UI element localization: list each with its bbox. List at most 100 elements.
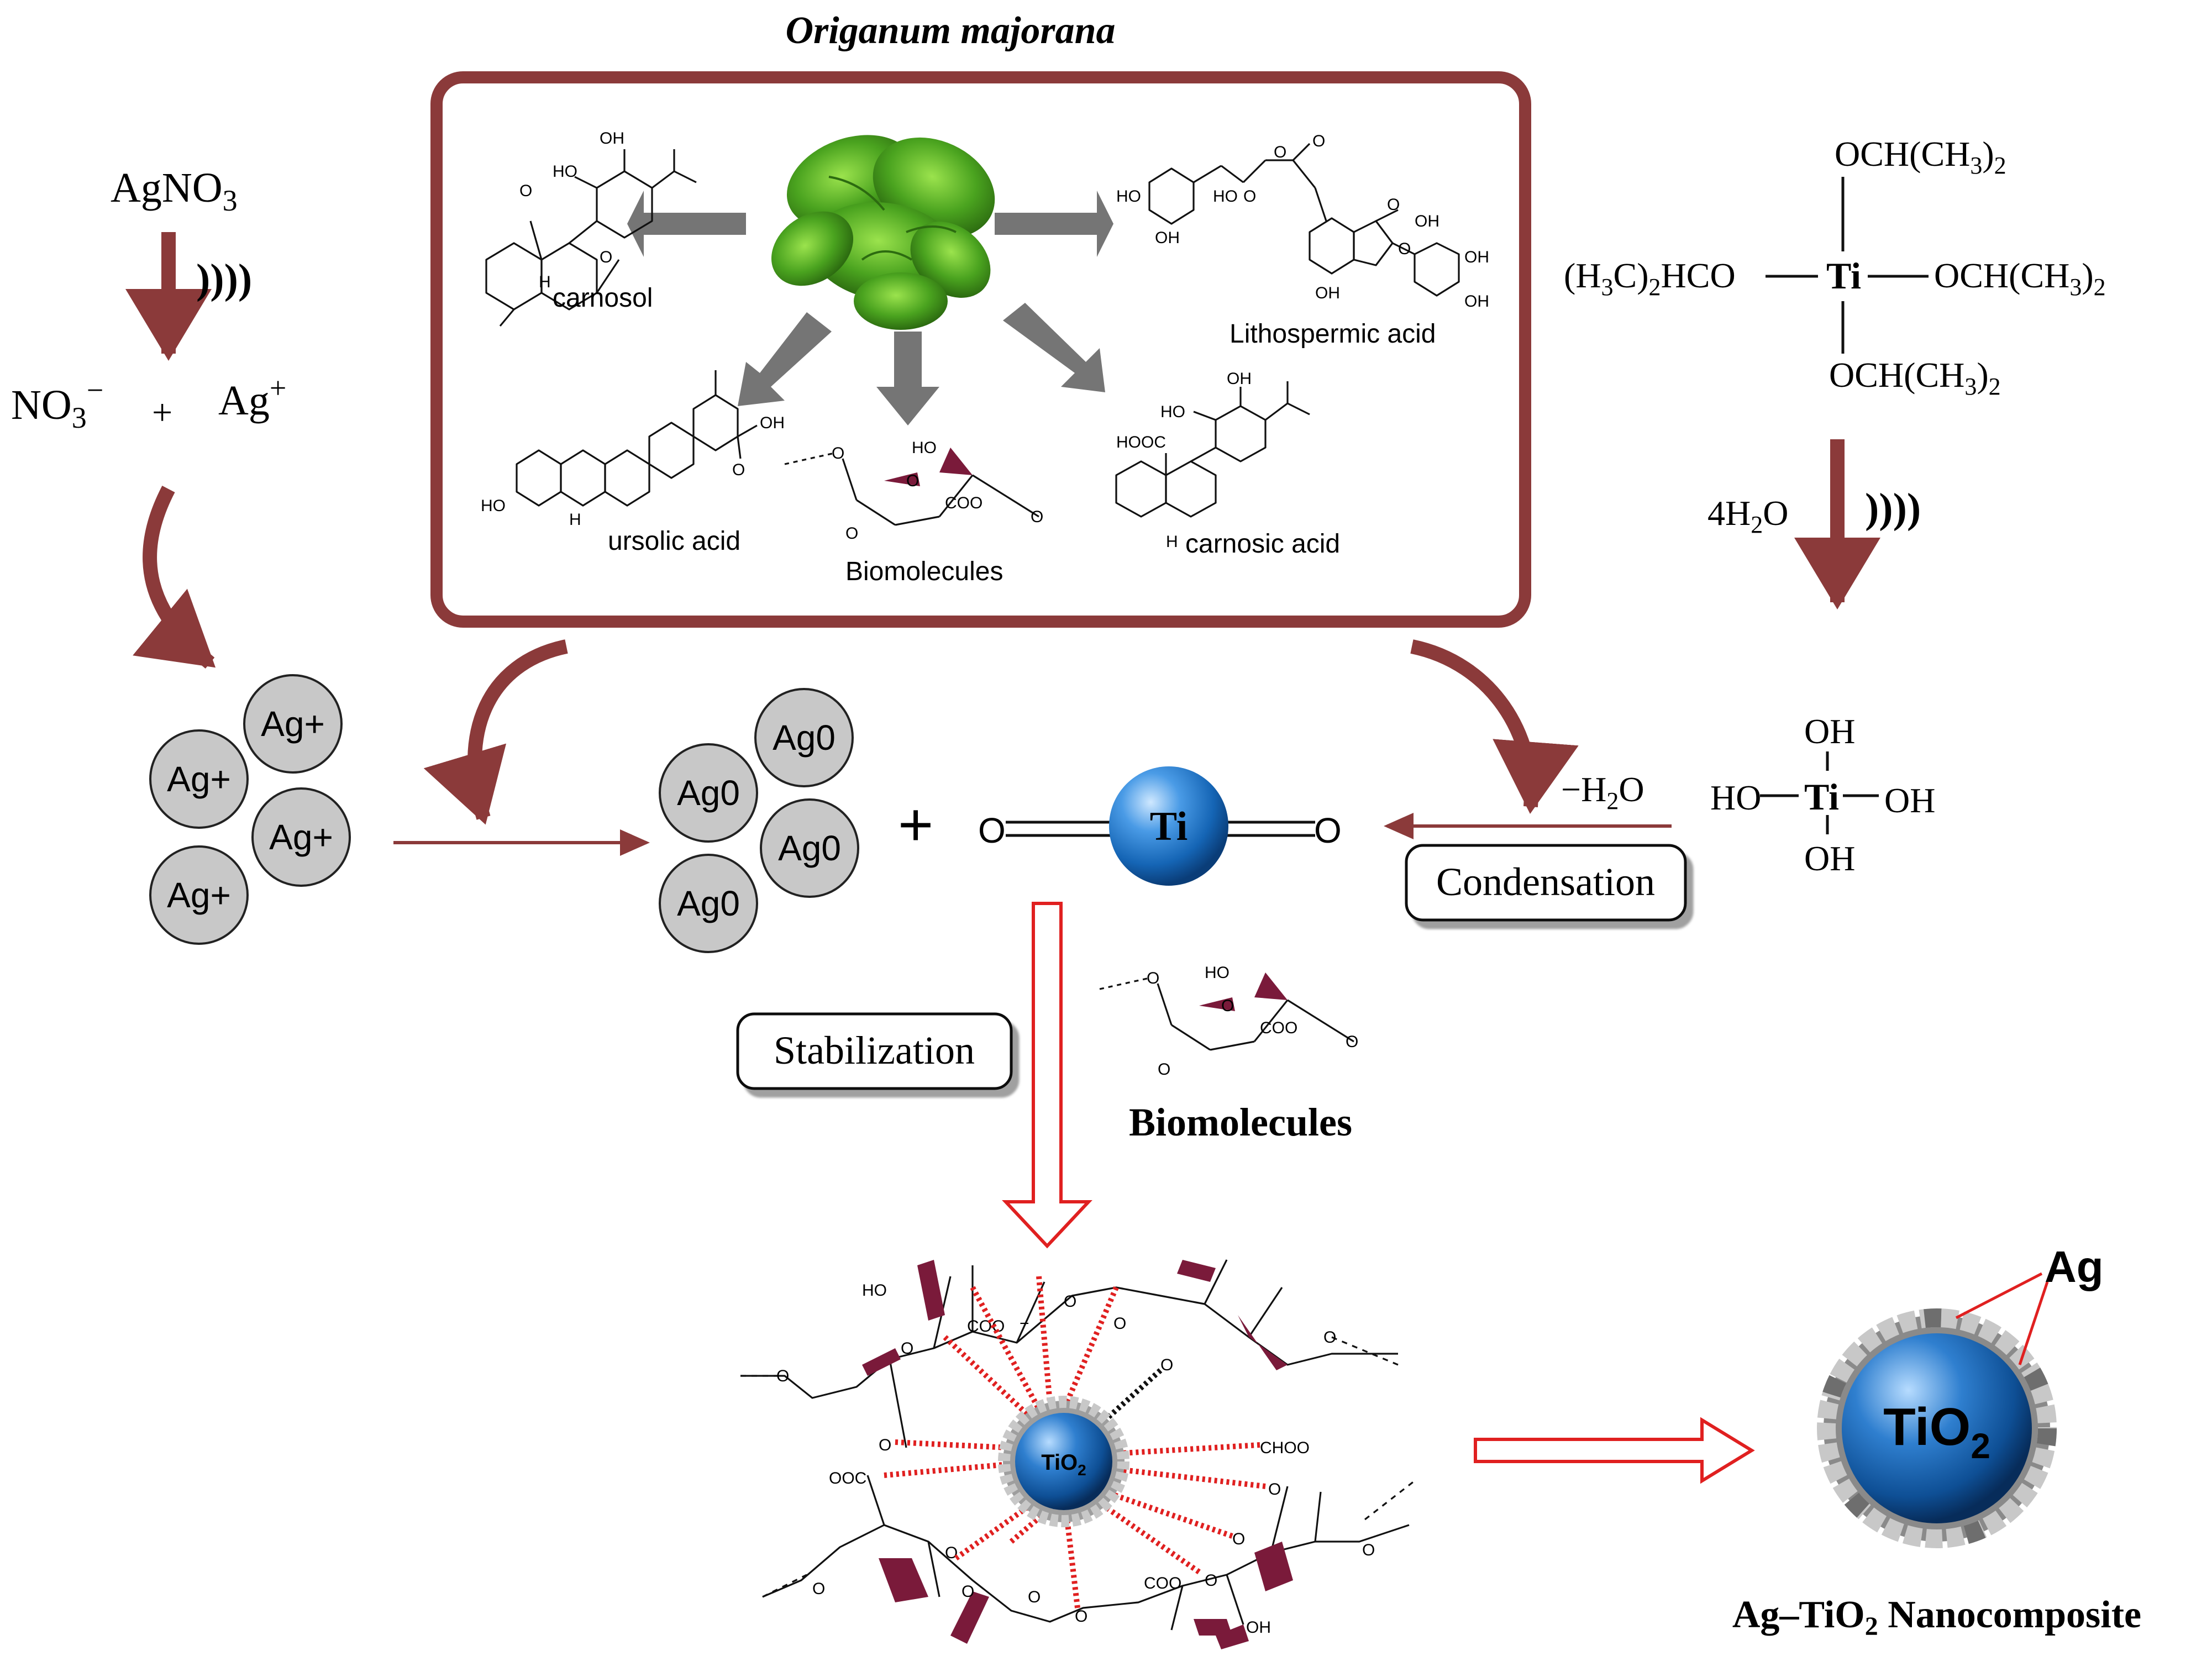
svg-text:−: −: [1020, 1315, 1029, 1333]
svg-text:O: O: [1274, 143, 1286, 161]
svg-text:O: O: [1243, 187, 1256, 206]
svg-text:OH: OH: [1464, 292, 1489, 311]
svg-text:O: O: [600, 248, 612, 266]
biomolecule-structure: O HO O COO O O: [1099, 964, 1358, 1079]
carnosic-acid-structure: OH HO HOOC H carnosic acid: [1115, 370, 1340, 559]
svg-text:H: H: [569, 511, 581, 529]
svg-text:Ag0: Ag0: [773, 718, 836, 758]
stabilization-box: [736, 1012, 1013, 1090]
svg-text:O: O: [1221, 997, 1234, 1015]
svg-text:Ag+: Ag+: [167, 759, 231, 799]
titanium-hydroxide: OH HO Ti OH OH: [1710, 712, 1935, 878]
ag-ion-ball: Ag+: [243, 674, 343, 774]
svg-text:O: O: [776, 1367, 789, 1385]
oxygen-left: O: [978, 811, 1006, 850]
ti-oh-bottom: OH: [1804, 839, 1855, 878]
svg-text:Ag0: Ag0: [677, 884, 740, 923]
ag0-ball: Ag0: [760, 798, 859, 898]
svg-text:O: O: [832, 444, 844, 462]
ligand-left: (H3C)2HCO: [1564, 256, 1736, 301]
svg-text:O: O: [1362, 1541, 1375, 1559]
condensation-box: [1405, 844, 1687, 922]
svg-text:HO: HO: [1160, 403, 1185, 421]
svg-text:Ag+: Ag+: [167, 875, 231, 915]
svg-text:OH: OH: [1464, 248, 1489, 266]
product-tio2-core: [1842, 1333, 2032, 1523]
stabilization-arrow: [1002, 902, 1092, 1249]
stabilized-network: HO COO − O O O O O O O OOC CHOO O O O O …: [740, 1259, 1415, 1649]
svg-text:O: O: [1147, 969, 1159, 987]
lithospermic-acid-label: Lithospermic acid: [1230, 319, 1436, 349]
ag0-ball: Ag0: [754, 688, 854, 787]
ti-oh-center: Ti: [1804, 776, 1839, 818]
plus-sign-left: +: [152, 392, 172, 433]
svg-text:O: O: [519, 182, 532, 200]
svg-text:O: O: [1113, 1315, 1126, 1333]
svg-text:O: O: [1346, 1033, 1358, 1051]
ti-oh-left: HO: [1710, 778, 1761, 817]
svg-text:Ag0: Ag0: [677, 773, 740, 813]
svg-text:O: O: [1387, 196, 1400, 214]
ti-center: Ti: [1826, 255, 1861, 297]
svg-text:COO: COO: [1144, 1574, 1181, 1592]
svg-text:COO: COO: [1260, 1019, 1297, 1037]
ag-ion-ball: Ag+: [149, 845, 249, 945]
svg-text:O: O: [1075, 1607, 1087, 1626]
svg-text:H: H: [539, 273, 551, 291]
core-particle: TiO2: [998, 1396, 1129, 1527]
svg-text:OH: OH: [1315, 284, 1340, 302]
svg-text:CHOO: CHOO: [1260, 1439, 1310, 1457]
ultrasound-symbol-right: )))): [1865, 485, 1921, 532]
svg-text:HO: HO: [1116, 187, 1141, 206]
marjoram-leaves-image: [771, 135, 995, 330]
plant-title: Origanum majorana: [785, 9, 1115, 52]
carnosol-structure: OH HO O O H carnosol: [485, 129, 697, 327]
extract-panel: OH HO O O H carnosol HO OH HO O O: [423, 71, 1579, 825]
svg-text:Ag+: Ag+: [269, 817, 333, 857]
svg-text:OH: OH: [1415, 212, 1439, 230]
oxygen-right: O: [1314, 811, 1342, 850]
ti-sphere-label: Ti: [1150, 804, 1188, 849]
ligand-right: OCH(CH3)2: [1934, 256, 2106, 301]
ultrasound-symbol-left: )))): [196, 256, 252, 302]
ag-ion-ball: Ag+: [251, 787, 351, 887]
svg-text:O: O: [1158, 1060, 1170, 1079]
biomolecules-panel-label: Biomolecules: [845, 557, 1003, 586]
ag0-ball: Ag0: [659, 743, 758, 843]
svg-text:O: O: [812, 1580, 825, 1598]
product-nanocomposite: TiO2 Ag Ag–TiO2 Nanocomposite: [1732, 1242, 2141, 1641]
svg-text:HO: HO: [912, 439, 937, 457]
svg-text:H: H: [1166, 533, 1178, 551]
silver-precursor-scheme: AgNO3 )))) NO3− + Ag+: [11, 165, 286, 669]
product-ag-label: Ag: [2045, 1242, 2104, 1291]
silver-ion: Ag+: [218, 371, 286, 424]
interaction-lines: [884, 1276, 1266, 1608]
svg-text:O: O: [1398, 240, 1411, 258]
silver-atom-cluster: Ag0 Ag0 Ag0 Ag0: [659, 688, 859, 953]
svg-text:OH: OH: [600, 129, 624, 148]
svg-text:HO: HO: [1205, 964, 1230, 982]
gray-arrow-to-carnosol: [627, 191, 746, 257]
carnosol-label: carnosol: [553, 283, 653, 313]
svg-text:O: O: [1031, 508, 1043, 526]
svg-text:Ag0: Ag0: [778, 828, 841, 868]
svg-text:OH: OH: [1246, 1618, 1271, 1637]
ti-oh-top: OH: [1804, 712, 1855, 751]
svg-text:O: O: [1232, 1530, 1245, 1548]
svg-text:HO: HO: [553, 162, 577, 181]
product-name-label: Ag–TiO2 Nanocomposite: [1732, 1594, 2141, 1641]
svg-text:COO: COO: [945, 494, 982, 512]
product-arrow: [1474, 1417, 1755, 1484]
titania-molecule: O Ti O: [978, 766, 1342, 886]
svg-text:O: O: [1312, 132, 1325, 150]
carnosic-acid-label: carnosic acid: [1185, 529, 1340, 559]
svg-text:O: O: [906, 472, 919, 490]
svg-text:OH: OH: [1227, 370, 1252, 388]
svg-text:COO: COO: [967, 1317, 1005, 1336]
nitrate-ion: NO3−: [11, 374, 103, 434]
lithospermic-acid-structure: HO OH HO O O O O OH O OH OH OH Lithosper…: [1116, 132, 1489, 349]
svg-text:Ag+: Ag+: [261, 704, 325, 744]
svg-text:O: O: [945, 1544, 958, 1562]
condensation-label: Condensation: [1436, 860, 1655, 904]
svg-text:OH: OH: [1155, 229, 1180, 247]
